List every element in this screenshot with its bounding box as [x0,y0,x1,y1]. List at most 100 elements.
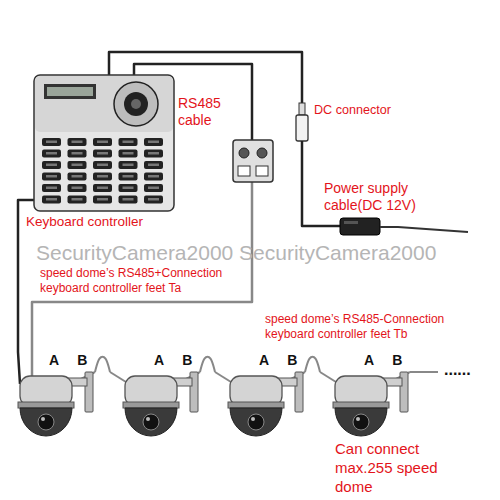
speed-dome-camera: AB [110,352,200,440]
key-mark [46,152,57,155]
terminal-label: B [182,352,192,369]
cable [302,150,318,226]
key-mark [46,198,57,201]
rs485-wire [31,352,34,376]
bus-wire [110,372,126,382]
key [68,161,87,169]
bus-wire [95,357,110,372]
part-label: DC connector [314,103,442,118]
key-mark [72,152,83,155]
key-mark [123,175,134,178]
key [93,196,112,204]
key-mark [46,187,57,190]
key-mark [97,164,108,167]
key-mark [148,198,159,201]
housing-ring [228,402,284,408]
housing-ring [123,402,179,408]
wire-note: speed dome’s RS485-Connection keyboard c… [265,312,480,342]
cable-stub [24,199,34,202]
key-mark [148,164,159,167]
rs485-wire [251,182,254,190]
key [42,138,61,146]
key-mark [148,141,159,144]
bus-wire [200,357,215,372]
joystick-knob [124,92,148,116]
node-illustration [24,72,199,234]
key [93,161,112,169]
terminal-label: A [154,352,164,369]
terminal-label: B [287,352,297,369]
key [144,161,163,169]
keyboard-controller: Keyboard controller [24,72,199,234]
power-supply: Power supply cable(DC 12V) [318,180,478,240]
key-mark [97,175,108,178]
terminal-label: B [77,352,87,369]
key-mark [123,187,134,190]
key [144,196,163,204]
key [93,184,112,192]
key-mark [97,141,108,144]
key [68,173,87,181]
rs485-terminal: RS485 cable [178,95,278,190]
lcd-frame [44,84,96,99]
camera-lens [38,414,54,430]
dome-bubble [20,408,72,436]
plug-tip [299,103,305,115]
key-mark [72,187,83,190]
power-cable [318,225,340,228]
key [93,138,112,146]
dc-connector: DC connector [292,95,442,150]
plug-body [296,115,308,141]
wire-note: speed dome’s RS485+Connection keyboard c… [40,266,240,296]
dome-bubble [230,408,282,436]
speed-dome-camera: AB [5,352,95,440]
key-mark [148,152,159,155]
key-mark [148,187,159,190]
key [144,138,163,146]
key-mark [123,152,134,155]
part-label: Power supply cable(DC 12V) [324,180,446,214]
cable-stub [301,95,304,103]
dome-bubble [335,408,387,436]
terminal-label: B [392,352,402,369]
key-mark [72,164,83,167]
rs485-wire [251,95,254,140]
bus-wire [215,372,231,382]
terminal-label: A [364,352,374,369]
key-mark [97,198,108,201]
key [119,138,138,146]
terminal-label: A [259,352,269,369]
lens-glint [356,417,360,421]
joystick-base [114,82,158,126]
adapter-mark [344,221,358,224]
terminal-slot [238,166,250,176]
terminal-label: A [49,352,59,369]
key [42,173,61,181]
capacity-note: Can connect max.255 speed dome [335,440,475,496]
joystick-top [131,99,141,109]
key-mark [46,175,57,178]
power-adapter [340,218,380,235]
key [68,196,87,204]
camera-lens [248,414,264,430]
key [144,150,163,158]
key [144,173,163,181]
bus-wire [320,372,336,382]
key [119,150,138,158]
dome-bubble [125,408,177,436]
key [42,184,61,192]
key-mark [72,198,83,201]
key [68,150,87,158]
key-mark [72,141,83,144]
bus-wire [305,357,320,372]
lens-glint [146,417,150,421]
cable-stub [301,141,304,150]
rs485-wire [18,352,20,384]
key [93,173,112,181]
key [68,138,87,146]
key [42,161,61,169]
key [144,184,163,192]
key-mark [123,141,134,144]
